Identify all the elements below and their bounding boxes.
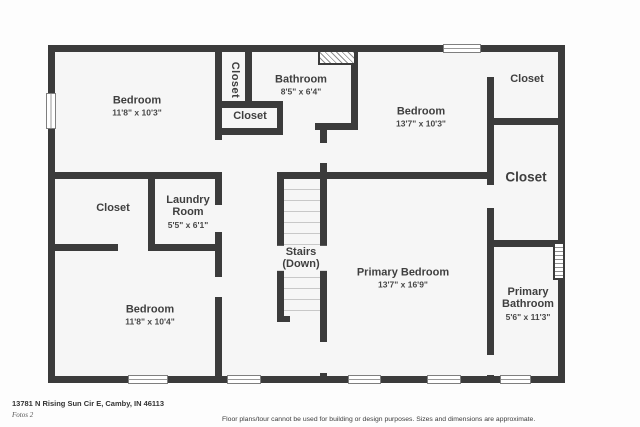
- wall: [487, 240, 565, 247]
- room-label-bedroom-top-right: Bedroom 13'7" x 10'3": [396, 105, 446, 129]
- wall: [215, 128, 283, 135]
- wall: [148, 172, 155, 250]
- wall: [215, 297, 222, 383]
- window: [443, 44, 481, 53]
- wall: [215, 172, 222, 205]
- wall: [48, 244, 118, 251]
- wall: [487, 77, 494, 185]
- wall: [245, 45, 252, 108]
- wall: [48, 45, 55, 383]
- room-label-bedroom-bottom-left: Bedroom 11'8" x 10'4": [125, 303, 175, 327]
- room-label-closet-hall: Closet: [233, 109, 267, 122]
- wall: [277, 172, 494, 179]
- room-label-laundry-room: Laundry Room 5'5" x 6'1": [166, 194, 210, 230]
- wall: [315, 123, 358, 130]
- room-label-bathroom: Bathroom 8'5" x 6'4": [275, 73, 327, 97]
- chimney-hatch-icon: [318, 50, 356, 65]
- wall: [277, 101, 283, 135]
- window: [427, 375, 461, 384]
- wall: [215, 232, 222, 277]
- room-label-closet-right: Closet: [505, 169, 547, 185]
- wall: [320, 373, 327, 383]
- provider-logo: Fotos 2: [12, 411, 34, 419]
- wall-fixture-hatch-icon: [553, 242, 565, 280]
- wall: [215, 45, 222, 140]
- wall: [487, 208, 494, 355]
- wall: [277, 316, 290, 322]
- wall: [558, 45, 565, 383]
- window: [500, 375, 531, 384]
- wall: [48, 45, 565, 52]
- room-label-primary-bedroom: Primary Bedroom 13'7" x 16'9": [356, 266, 450, 290]
- wall: [320, 123, 327, 143]
- property-address: 13781 N Rising Sun Cir E, Camby, IN 4611…: [12, 399, 165, 408]
- wall: [215, 101, 283, 108]
- wall: [487, 375, 494, 383]
- wall: [487, 118, 565, 125]
- room-label-primary-bathroom: Primary Bathroom 5'6" x 11'3": [502, 286, 554, 322]
- disclaimer-text: Floor plans/tour cannot be used for buil…: [222, 416, 536, 423]
- window: [227, 375, 261, 384]
- room-label-closet-left: Closet: [96, 201, 130, 214]
- window: [348, 375, 381, 384]
- wall: [48, 376, 565, 383]
- wall: [148, 244, 222, 251]
- room-label-stairs: Stairs (Down): [275, 245, 327, 272]
- window: [46, 93, 56, 129]
- room-label-bedroom-top-left: Bedroom 11'8" x 10'3": [112, 94, 162, 118]
- wall: [351, 45, 358, 130]
- room-label-closet-hall-vertical: Closet: [229, 61, 242, 99]
- window: [128, 375, 168, 384]
- room-label-closet-top-right: Closet: [510, 72, 544, 85]
- wall: [48, 172, 222, 179]
